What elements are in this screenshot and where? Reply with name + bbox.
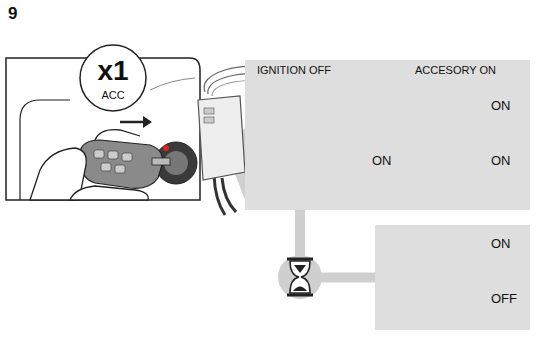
delayed-state-panel: ON OFF <box>375 225 530 330</box>
turn-arrow <box>120 121 143 124</box>
state-panel: IGNITION OFF ACCESORY ON ON ON ON <box>245 60 530 210</box>
key-fob <box>80 140 163 188</box>
state-label: ON <box>491 99 511 112</box>
state-label: ACCESORY ON <box>415 65 496 76</box>
dashboard-outline <box>6 58 200 200</box>
key-position: ACC <box>101 90 124 101</box>
fob-button <box>108 151 118 159</box>
hourglass-caps <box>287 259 313 295</box>
state-label: ON <box>491 154 511 167</box>
hourglass-sand <box>293 265 307 291</box>
state-label: IGNITION OFF <box>257 65 331 76</box>
fob-button <box>122 153 132 161</box>
key-blade <box>152 158 170 165</box>
turn-arrow-head <box>143 116 152 128</box>
right-hand <box>70 186 148 200</box>
callout-circle: x1ACC <box>80 45 146 111</box>
wire <box>150 78 195 90</box>
hourglass-bg <box>278 255 322 299</box>
state-label: ON <box>491 237 511 250</box>
module-port <box>204 117 214 123</box>
thumb <box>95 130 140 140</box>
callout-circle <box>80 45 146 111</box>
hourglass-glass <box>290 261 310 293</box>
fob-button <box>115 165 125 173</box>
ignition-dot <box>163 145 169 151</box>
count-label: x1 <box>97 57 128 85</box>
module-port <box>204 108 214 114</box>
state-label: ON <box>372 154 392 167</box>
wire-bundle <box>222 178 236 212</box>
state-label: OFF <box>491 292 517 305</box>
fob-button <box>101 163 111 171</box>
control-module <box>198 96 245 180</box>
step-number: 9 <box>8 5 17 22</box>
fob-button <box>94 150 104 158</box>
